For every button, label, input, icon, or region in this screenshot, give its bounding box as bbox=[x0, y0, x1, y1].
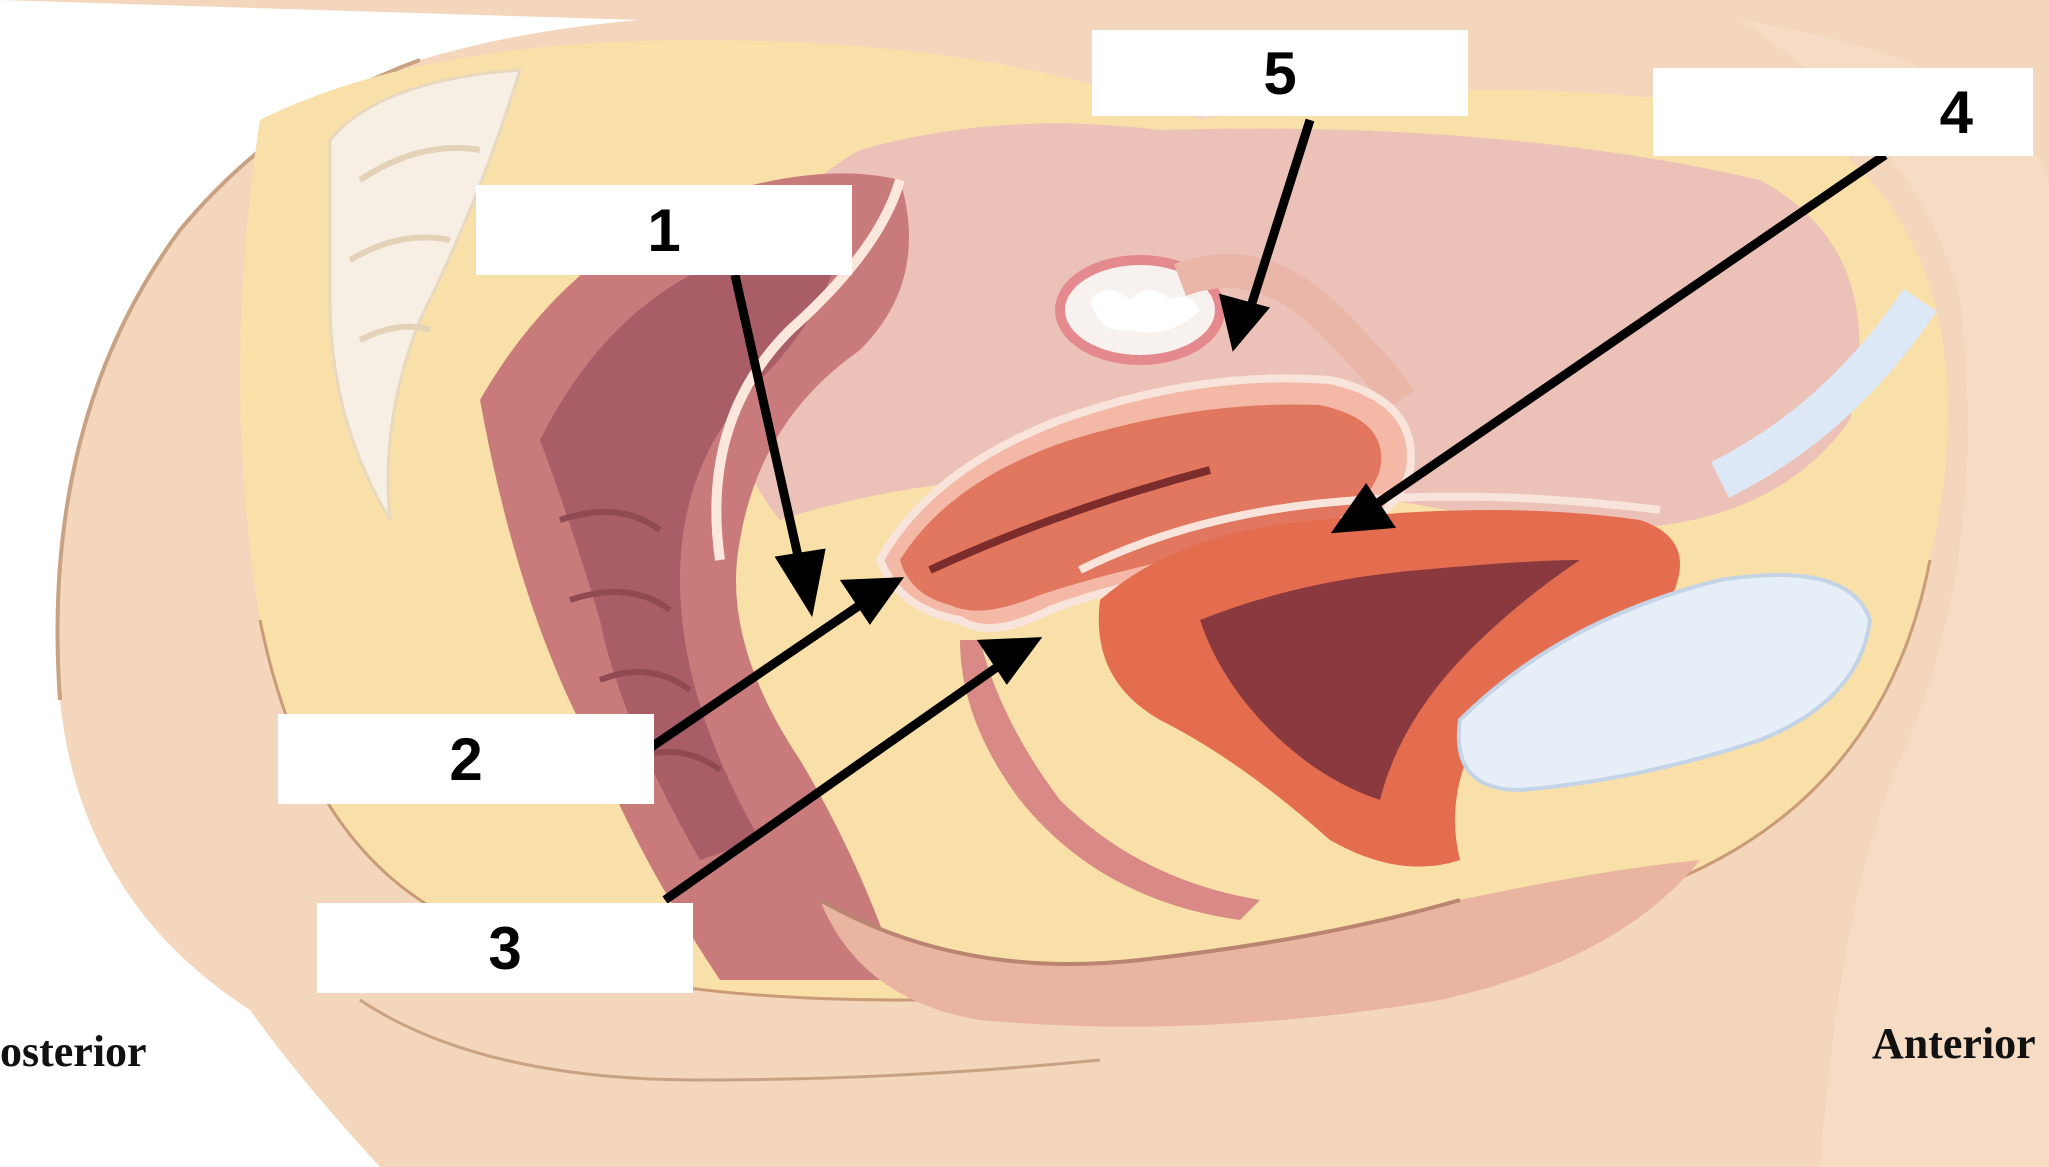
label-box-2: 2 bbox=[278, 714, 654, 804]
posterior-label: osterior bbox=[0, 1026, 147, 1077]
label-box-4: 4 bbox=[1653, 68, 2033, 156]
label-number-4: 4 bbox=[1940, 78, 1973, 147]
label-number-1: 1 bbox=[647, 196, 680, 265]
anterior-label: Anterior bbox=[1872, 1018, 2036, 1069]
label-box-5: 5 bbox=[1092, 30, 1468, 116]
label-box-3: 3 bbox=[317, 903, 693, 993]
label-box-1: 1 bbox=[476, 185, 852, 275]
label-number-5: 5 bbox=[1263, 39, 1296, 108]
label-number-2: 2 bbox=[449, 725, 482, 794]
label-number-3: 3 bbox=[488, 914, 521, 983]
